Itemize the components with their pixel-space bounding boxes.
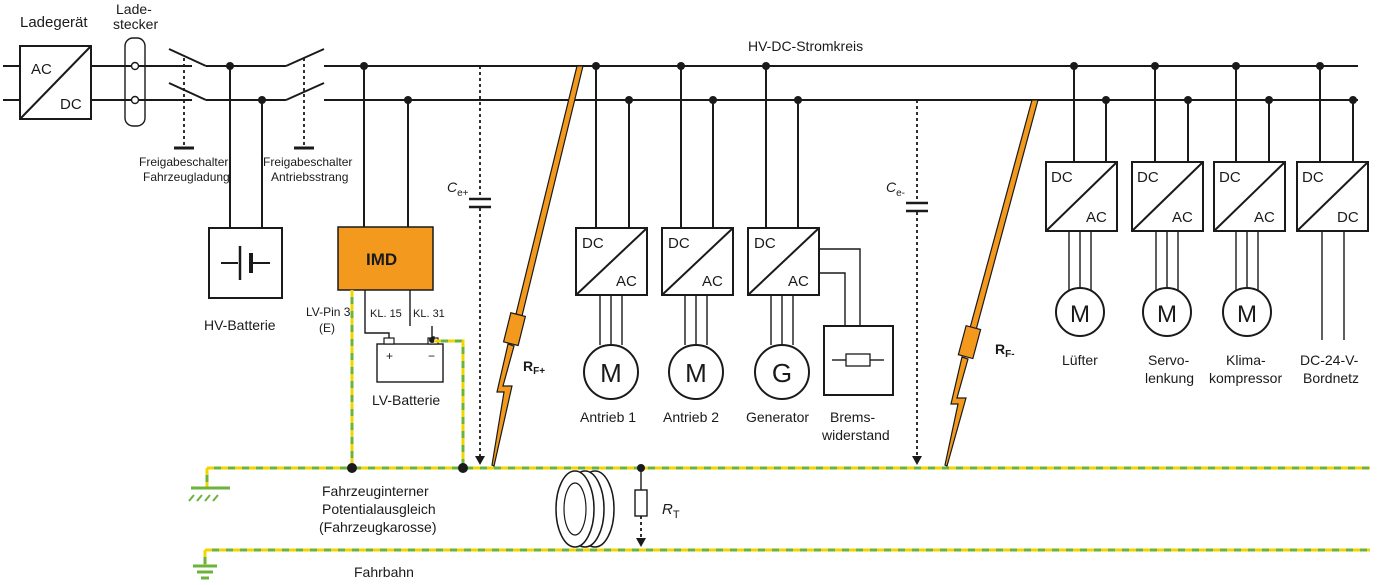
fahrbahn-line bbox=[193, 548, 1370, 580]
freigabe-switch-ladung bbox=[168, 48, 207, 150]
hv-batterie-label: HV-Batterie bbox=[204, 317, 276, 333]
kl15-label: KL. 15 bbox=[370, 308, 402, 320]
bremswiderstand-label-2: widerstand bbox=[821, 427, 890, 443]
karosse-label-2: Potentialausgleich bbox=[322, 501, 436, 517]
bordnetz-label-1: DC-24-V- bbox=[1300, 352, 1359, 368]
inverter-antrieb-1: DC AC M bbox=[575, 62, 648, 400]
klima-label-2: kompressor bbox=[1209, 370, 1282, 386]
charger-box: AC DC bbox=[19, 45, 92, 120]
ce-minus-label: Ce- bbox=[886, 179, 905, 199]
freigabe-antrieb-label-1: Freigabeschalter bbox=[263, 155, 352, 169]
fahrbahn-label: Fahrbahn bbox=[354, 564, 414, 580]
freigabe-ladung-label-2: Fahrzeugladung bbox=[143, 170, 230, 184]
imd-box bbox=[337, 226, 434, 291]
inverter-generator: DC AC G bbox=[747, 62, 820, 400]
kl31-label: KL. 31 bbox=[413, 308, 445, 320]
imd-earth-wire bbox=[350, 290, 465, 468]
klima-label-1: Klima- bbox=[1226, 352, 1266, 368]
tire-icon bbox=[555, 470, 615, 548]
svg-text:AC: AC bbox=[1172, 209, 1193, 226]
ladestecker-label-1: Lade- bbox=[116, 1, 152, 17]
antrieb-2-label: Antrieb 2 bbox=[663, 409, 719, 425]
svg-text:AC: AC bbox=[788, 273, 809, 290]
karosse-line bbox=[188, 466, 1370, 502]
antrieb-1-label: Antrieb 1 bbox=[580, 409, 636, 425]
rf-minus-label: RF- bbox=[995, 341, 1015, 360]
hv-battery bbox=[208, 62, 283, 299]
lv-pin-label-2: (E) bbox=[319, 321, 335, 335]
lv-batterie-label: LV-Batterie bbox=[372, 392, 440, 408]
servolenkung-label-2: lenkung bbox=[1145, 370, 1194, 386]
lv-plus-text: + bbox=[386, 349, 393, 363]
servolenkung-label-1: Servo- bbox=[1148, 352, 1190, 368]
generator-label: Generator bbox=[746, 409, 809, 425]
svg-text:AC: AC bbox=[1254, 209, 1275, 226]
svg-text:DC: DC bbox=[1302, 169, 1324, 186]
svg-text:M: M bbox=[1157, 301, 1177, 328]
svg-text:DC: DC bbox=[1137, 169, 1159, 186]
aux-bordnetz: DC DC bbox=[1296, 62, 1369, 340]
aux-servolenkung: DC AC M bbox=[1131, 62, 1204, 337]
imd-label: IMD bbox=[366, 250, 397, 269]
svg-text:DC: DC bbox=[582, 235, 604, 252]
svg-text:DC: DC bbox=[1337, 209, 1359, 226]
luefter-label: Lüfter bbox=[1062, 352, 1098, 368]
svg-text:DC: DC bbox=[668, 235, 690, 252]
ce-plus-label: Ce+ bbox=[447, 179, 469, 199]
inverter-antrieb-2: DC AC M bbox=[661, 62, 734, 400]
motor-icon bbox=[1055, 287, 1105, 337]
svg-text:AC: AC bbox=[1086, 209, 1107, 226]
brake-resistor bbox=[819, 248, 894, 396]
charger-ac-text: AC bbox=[31, 61, 52, 78]
rf-plus-fault bbox=[491, 65, 584, 467]
svg-text:M: M bbox=[1237, 301, 1257, 328]
bremswiderstand-label-1: Brems- bbox=[830, 409, 875, 425]
freigabe-switch-antrieb bbox=[285, 48, 325, 150]
svg-text:M: M bbox=[1070, 301, 1090, 328]
svg-text:M: M bbox=[600, 358, 622, 388]
svg-text:AC: AC bbox=[616, 273, 637, 290]
svg-text:DC: DC bbox=[754, 235, 776, 252]
bordnetz-label-2: Bordnetz bbox=[1303, 370, 1359, 386]
ce-minus-capacitor bbox=[906, 100, 928, 465]
generator-icon bbox=[754, 344, 810, 400]
rf-minus-fault bbox=[944, 99, 1039, 467]
ladegeraet-label: Ladegerät bbox=[20, 14, 88, 31]
rt-label: RT bbox=[662, 501, 680, 521]
rt-resistor bbox=[634, 468, 648, 547]
freigabe-antrieb-label-2: Antriebsstrang bbox=[271, 170, 348, 184]
motor-icon bbox=[1142, 287, 1192, 337]
stromkreis-label: HV-DC-Stromkreis bbox=[748, 38, 863, 54]
lv-minus-text: − bbox=[428, 349, 435, 363]
charger-dc-text: DC bbox=[60, 96, 82, 113]
ce-plus-capacitor bbox=[469, 66, 491, 465]
motor-icon bbox=[583, 344, 639, 400]
rf-plus-label: RF+ bbox=[523, 358, 545, 377]
freigabe-ladung-label-1: Freigabeschalter bbox=[139, 155, 228, 169]
svg-text:DC: DC bbox=[1219, 169, 1241, 186]
aux-luefter: DC AC M bbox=[1045, 62, 1118, 337]
karosse-label-1: Fahrzeuginterner bbox=[322, 483, 429, 499]
motor-icon bbox=[1222, 287, 1272, 337]
lv-pin-label-1: LV-Pin 3 bbox=[306, 305, 351, 319]
karosse-label-3: (Fahrzeugkarosse) bbox=[319, 519, 437, 535]
svg-text:G: G bbox=[772, 358, 792, 388]
aux-klimakompressor: DC AC M bbox=[1213, 62, 1286, 337]
motor-icon bbox=[668, 344, 724, 400]
ladestecker-label-2: stecker bbox=[113, 16, 158, 32]
ladestecker-connector bbox=[124, 37, 146, 127]
lv-battery: + − bbox=[364, 326, 444, 383]
svg-text:M: M bbox=[685, 358, 707, 388]
svg-text:DC: DC bbox=[1051, 169, 1073, 186]
svg-text:AC: AC bbox=[702, 273, 723, 290]
